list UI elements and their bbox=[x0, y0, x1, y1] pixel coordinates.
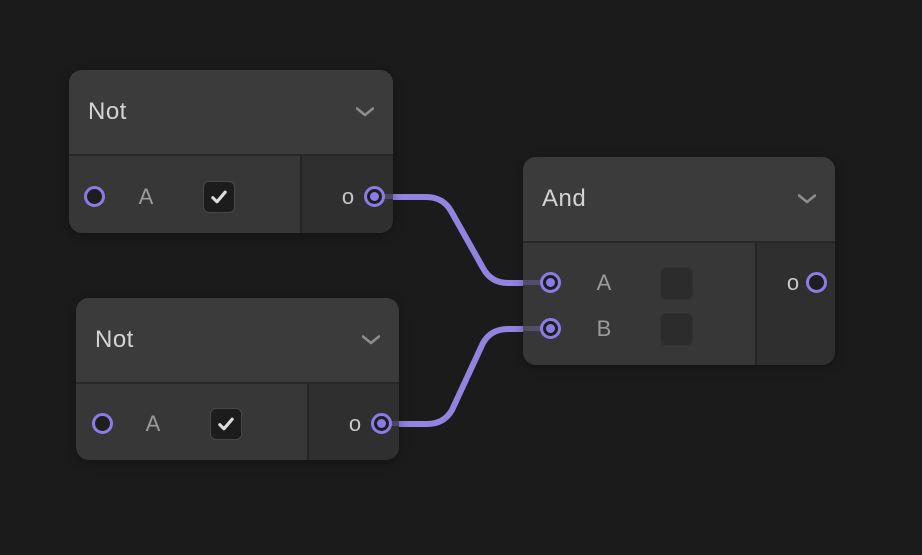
port-connected-dot bbox=[546, 278, 555, 287]
output-section bbox=[755, 243, 835, 365]
node-title: Not bbox=[88, 98, 127, 125]
output-label: o bbox=[348, 411, 362, 436]
checkbox-unchecked[interactable] bbox=[660, 313, 693, 346]
input-label: A bbox=[138, 184, 154, 209]
node-not-1[interactable]: Not A o bbox=[69, 70, 393, 233]
node-header[interactable]: And bbox=[523, 157, 835, 243]
node-title: Not bbox=[95, 326, 134, 353]
check-icon bbox=[218, 417, 234, 431]
output-port-o[interactable] bbox=[364, 186, 385, 207]
input-port-b[interactable] bbox=[540, 318, 561, 339]
chevron-down-icon[interactable] bbox=[798, 194, 816, 204]
checkbox-unchecked[interactable] bbox=[660, 267, 693, 300]
checkbox-checked[interactable] bbox=[203, 181, 235, 213]
input-label: B bbox=[596, 316, 612, 341]
input-label: A bbox=[145, 411, 161, 436]
node-header[interactable]: Not bbox=[69, 70, 393, 156]
port-connected-dot bbox=[370, 192, 379, 201]
input-port-a[interactable] bbox=[92, 413, 113, 434]
check-icon bbox=[211, 190, 227, 204]
chevron-down-icon[interactable] bbox=[356, 107, 374, 117]
input-port-a[interactable] bbox=[540, 272, 561, 293]
node-and[interactable]: And A B o bbox=[523, 157, 835, 365]
input-label: A bbox=[596, 270, 612, 295]
input-port-a[interactable] bbox=[84, 186, 105, 207]
checkbox-checked[interactable] bbox=[210, 408, 242, 440]
output-label: o bbox=[786, 270, 800, 295]
output-port-o[interactable] bbox=[371, 413, 392, 434]
port-connected-dot bbox=[546, 324, 555, 333]
node-title: And bbox=[542, 185, 587, 212]
node-not-2[interactable]: Not A o bbox=[76, 298, 399, 460]
chevron-down-icon[interactable] bbox=[362, 335, 380, 345]
port-connected-dot bbox=[377, 419, 386, 428]
node-header[interactable]: Not bbox=[76, 298, 399, 384]
output-port-o[interactable] bbox=[806, 272, 827, 293]
output-label: o bbox=[341, 184, 355, 209]
